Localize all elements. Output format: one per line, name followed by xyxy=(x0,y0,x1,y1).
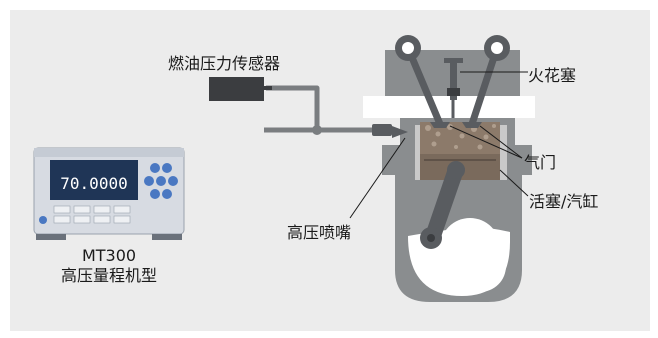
exhaust-rocker-hole xyxy=(491,42,503,54)
injector-nozzle xyxy=(392,126,408,138)
piston-ring xyxy=(424,159,496,161)
device-keypad xyxy=(144,163,178,199)
fuel-spray-texture xyxy=(425,124,496,150)
crank-pin-center xyxy=(427,234,435,242)
device-left-foot xyxy=(36,234,66,240)
device-description: 高压量程机型 xyxy=(60,266,157,285)
valve-label: 气门 xyxy=(524,153,557,172)
valve-callout-a xyxy=(449,125,523,159)
spark-plug-nut xyxy=(447,88,460,96)
injector-callout xyxy=(349,137,406,219)
device-model: MT300 xyxy=(81,246,137,265)
exhaust-valve-head xyxy=(462,122,482,128)
fuel-line xyxy=(264,85,380,133)
piston-callout xyxy=(499,169,529,197)
injector-label: 高压喷嘴 xyxy=(287,223,352,242)
head-gasket-plate xyxy=(363,96,535,118)
device-buttons xyxy=(53,205,131,224)
crank-web xyxy=(454,240,506,292)
spark-plug-body xyxy=(450,60,457,100)
engine-block xyxy=(363,50,535,302)
spark-plug-label: 火花塞 xyxy=(528,66,577,85)
valve-callout-b xyxy=(479,125,523,159)
pressure-sensor-label: 燃油压力传感器 xyxy=(168,54,281,73)
intake-valve-stem xyxy=(404,44,444,128)
mt300-device: 70.0000 xyxy=(33,147,185,240)
spark-plug xyxy=(444,58,463,118)
injector-body xyxy=(372,124,392,136)
pipe-junction xyxy=(312,125,322,135)
callout-lines xyxy=(349,71,529,219)
device-power-button xyxy=(39,216,47,224)
exhaust-valve-stem xyxy=(468,44,501,128)
piston-cylinder-label: 活塞/汽缸 xyxy=(529,192,599,211)
spark-plug-cap xyxy=(444,58,463,63)
connecting-rod xyxy=(424,168,465,240)
sensor-pipe xyxy=(266,85,320,130)
intake-rocker-hole xyxy=(402,42,414,54)
device-caption: MT300 高压量程机型 xyxy=(44,246,174,286)
device-right-foot xyxy=(152,234,182,240)
device-readout: 70.0000 xyxy=(60,174,127,193)
valves xyxy=(395,35,510,128)
intake-valve-head xyxy=(430,122,450,128)
piston-pin xyxy=(447,161,465,179)
diagram-canvas: 70.0000 燃油压力传感器 火花塞 气门 活塞/汽缸 高压喷嘴 MT300 … xyxy=(10,10,650,331)
device-top-strip xyxy=(34,148,184,157)
engine-diagram: 70.0000 xyxy=(33,35,535,302)
pressure-sensor xyxy=(209,77,264,101)
high-pressure-injector xyxy=(372,124,408,138)
device-screen xyxy=(50,160,138,200)
